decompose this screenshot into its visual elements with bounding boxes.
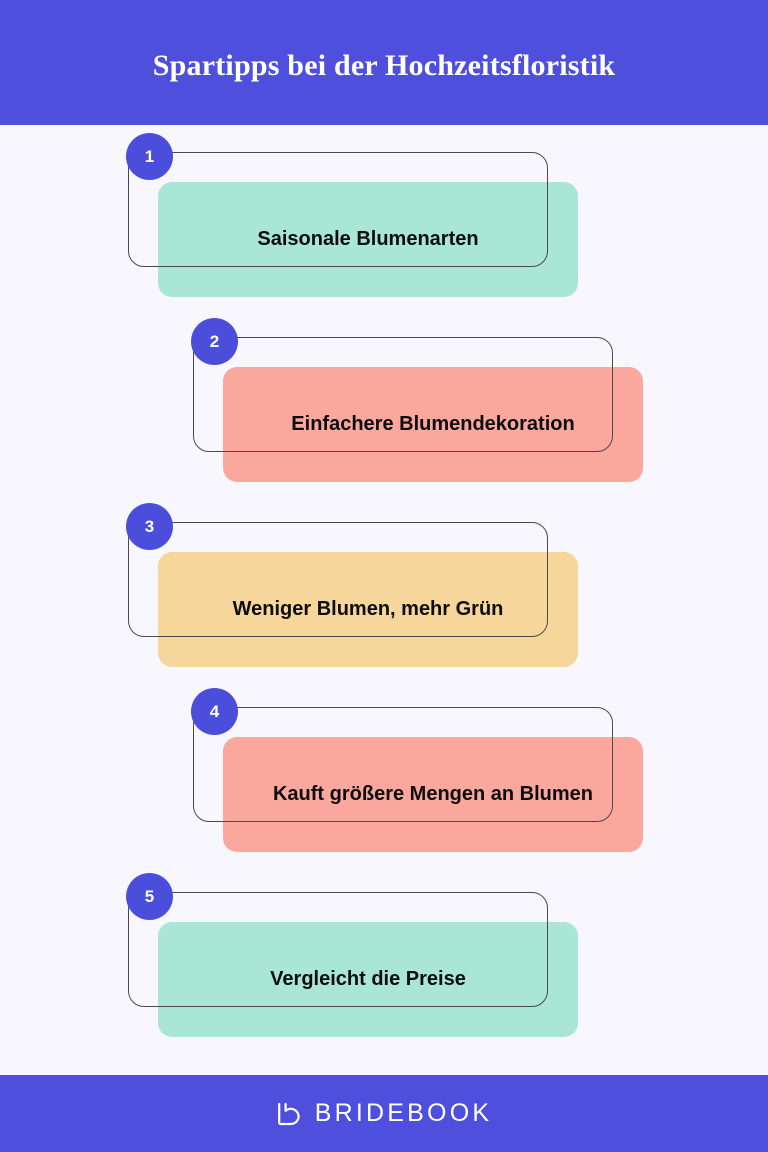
- step-item-3[interactable]: Weniger Blumen, mehr Grün 3: [126, 503, 578, 667]
- step-item-5[interactable]: Vergleicht die Preise 5: [126, 873, 578, 1037]
- step-outline-panel: [128, 892, 548, 1007]
- step-outline-panel: [193, 337, 613, 452]
- page-title: Spartipps bei der Hochzeitsfloristik: [152, 48, 616, 82]
- step-item-1[interactable]: Saisonale Blumenarten 1: [126, 133, 578, 297]
- step-number-badge: 5: [126, 873, 173, 920]
- step-item-4[interactable]: Kauft größere Mengen an Blumen 4: [191, 688, 643, 852]
- steps-list: Saisonale Blumenarten 1 Einfachere Blume…: [0, 125, 768, 1075]
- step-color-panel: [223, 737, 643, 852]
- step-item-2[interactable]: Einfachere Blumendekoration 2: [191, 318, 643, 482]
- step-label: Einfachere Blumendekoration: [291, 413, 575, 435]
- step-color-panel: [158, 922, 578, 1037]
- step-label: Saisonale Blumenarten: [257, 228, 479, 250]
- step-label: Weniger Blumen, mehr Grün: [232, 598, 504, 620]
- bridebook-heart-icon: [276, 1101, 302, 1127]
- step-number-badge: 1: [126, 133, 173, 180]
- step-outline-panel: [128, 522, 548, 637]
- step-label: Vergleicht die Preise: [270, 968, 466, 990]
- step-color-panel: [223, 367, 643, 482]
- step-outline-panel: [193, 707, 613, 822]
- step-number-badge: 4: [191, 688, 238, 735]
- header-banner: Spartipps bei der Hochzeitsfloristik: [0, 0, 768, 125]
- step-color-panel: [158, 552, 578, 667]
- footer-banner: BRIDEBOOK: [0, 1075, 768, 1152]
- step-number-badge: 2: [191, 318, 238, 365]
- step-label: Kauft größere Mengen an Blumen: [272, 783, 594, 805]
- step-outline-panel: [128, 152, 548, 267]
- brand-wordmark: BRIDEBOOK: [314, 1099, 493, 1127]
- step-number-badge: 3: [126, 503, 173, 550]
- step-color-panel: [158, 182, 578, 297]
